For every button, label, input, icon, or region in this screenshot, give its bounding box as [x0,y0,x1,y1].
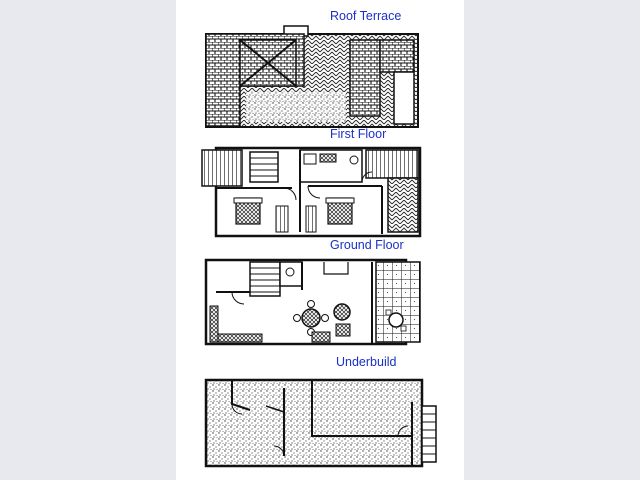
label-underbuild: Underbuild [336,355,397,369]
floor-plans-drawing [201,25,437,468]
underbuild-plan [204,378,437,468]
first-floor-plan [201,146,422,238]
left-margin [0,0,176,480]
roof-terrace-plan [205,25,419,128]
floor-plan-sheet: Roof Terrace First Floor Ground Floor Un… [176,0,464,480]
right-margin [464,0,640,480]
ground-floor-plan [204,258,421,346]
label-roof-terrace: Roof Terrace [330,9,402,23]
label-first-floor: First Floor [330,127,387,141]
label-ground-floor: Ground Floor [330,238,404,252]
